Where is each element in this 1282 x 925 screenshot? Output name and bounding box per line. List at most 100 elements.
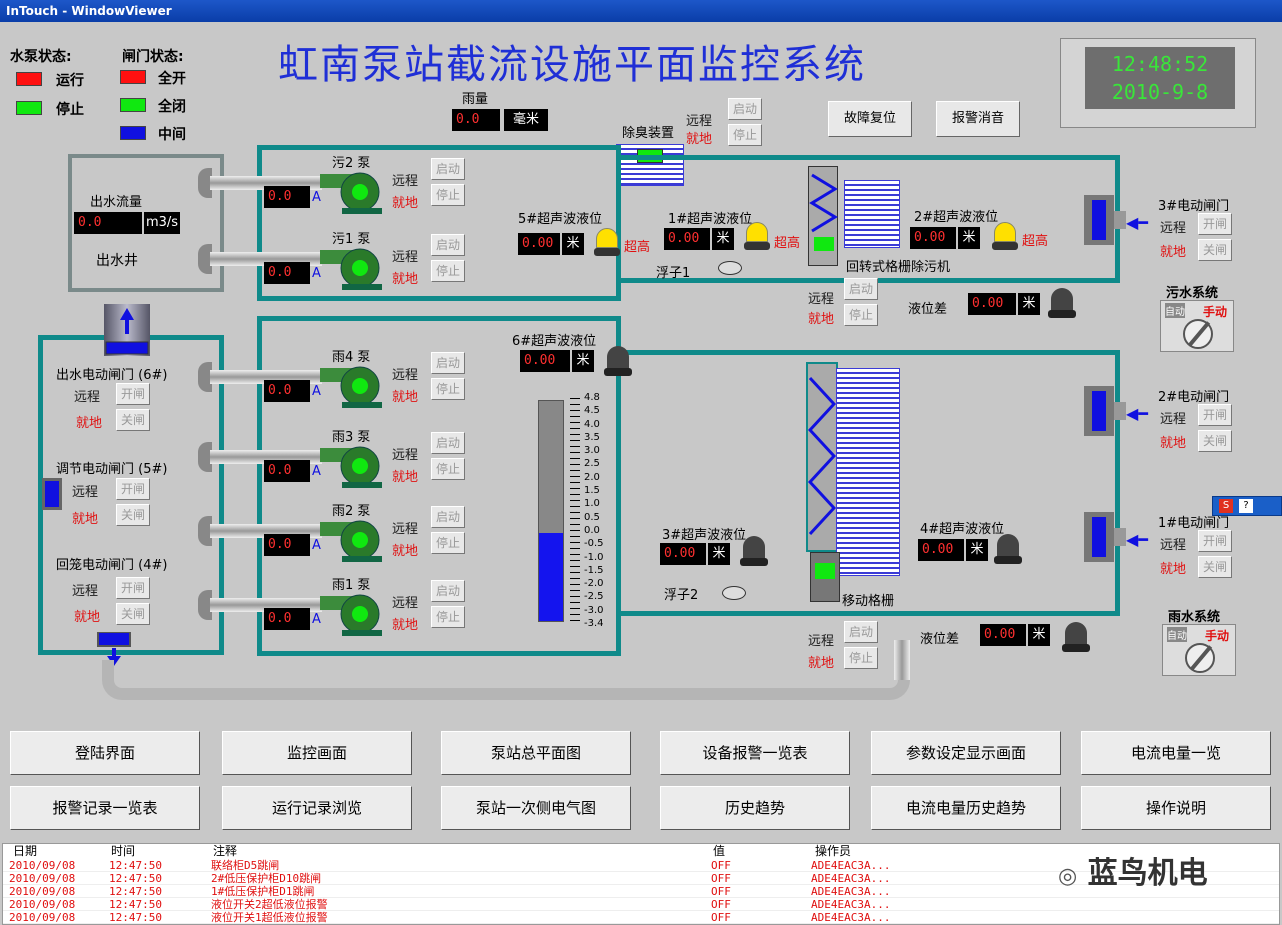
sensor2-unit: 米	[958, 227, 980, 249]
moving-start-button[interactable]: 启动	[844, 621, 878, 643]
gate-open-label: 全开	[158, 71, 186, 87]
log-note: 联络柜D5跳闸	[211, 859, 280, 872]
return-pipe	[102, 660, 910, 700]
rain-pump3-start-button[interactable]: 启动	[431, 580, 465, 602]
ime-s-icon[interactable]: S	[1219, 499, 1233, 513]
gate4-open-button[interactable]: 开闸	[116, 577, 150, 599]
gate3-open-button[interactable]: 开闸	[1198, 213, 1232, 235]
gate1-open-button[interactable]: 开闸	[1198, 530, 1232, 552]
nav-button-0-5[interactable]: 电流电量一览	[1081, 731, 1271, 775]
rain-pump3-pump-icon[interactable]	[320, 592, 390, 636]
nav-button-1-2[interactable]: 泵站一次侧电气图	[441, 786, 631, 830]
nav-button-1-3[interactable]: 历史趋势	[660, 786, 850, 830]
scale-tick-label: -2.5	[584, 591, 604, 603]
gate3-close-button[interactable]: 关闸	[1198, 239, 1232, 261]
log-note: 2#低压保护柜D10跳闸	[211, 872, 322, 885]
nav-button-0-1[interactable]: 监控画面	[222, 731, 412, 775]
rain-pump1-local: 就地	[392, 470, 419, 485]
fault-reset-button[interactable]: 故障复位	[828, 101, 912, 137]
rain-pump2-start-button[interactable]: 启动	[431, 506, 465, 528]
nav-button-0-3[interactable]: 设备报警一览表	[660, 731, 850, 775]
sewage-system-switch[interactable]: 自动 手动	[1160, 300, 1234, 352]
gate4-close-button[interactable]: 关闸	[116, 603, 150, 625]
rotary-stop-button[interactable]: 停止	[844, 304, 878, 326]
level-bar	[538, 400, 564, 622]
nav-button-1-0[interactable]: 报警记录一览表	[10, 786, 200, 830]
help-icon[interactable]: ?	[1239, 499, 1253, 513]
scale-tick-label: 1.5	[584, 485, 600, 497]
log-time: 12:47:50	[109, 898, 162, 911]
float2-label: 浮子2	[664, 588, 699, 603]
gate5-open-button[interactable]: 开闸	[116, 478, 150, 500]
rain-pump3-stop-button[interactable]: 停止	[431, 606, 465, 628]
log-row[interactable]: 2010/09/08 12:47:50 1#低压保护柜D1跳闸 OFF ADE4…	[3, 885, 1279, 898]
ime-toolbar[interactable]: S?	[1212, 496, 1282, 516]
outflow-gate-icon	[104, 304, 150, 356]
nav-button-0-2[interactable]: 泵站总平面图	[441, 731, 631, 775]
gate6-open-button[interactable]: 开闸	[116, 383, 150, 405]
sewage-pump0-remote: 远程	[392, 174, 419, 189]
gate2-body	[1114, 402, 1126, 420]
sewage-pump1-stop-button[interactable]: 停止	[431, 260, 465, 282]
rain-system-switch[interactable]: 自动 手动	[1162, 624, 1236, 676]
rain-pump1-remote: 远程	[392, 448, 419, 463]
rain-pump1-start-button[interactable]: 启动	[431, 432, 465, 454]
alarm-log-table[interactable]: 日期 时间 注释 值 操作员 2010/09/08 12:47:50 联络柜D5…	[2, 843, 1280, 925]
gate2-open-button[interactable]: 开闸	[1198, 404, 1232, 426]
rain-pump0-local: 就地	[392, 390, 419, 405]
rain-pump0-start-button[interactable]: 启动	[431, 352, 465, 374]
gate5-close-button[interactable]: 关闸	[116, 504, 150, 526]
log-operator: ADE4EAC3A...	[811, 859, 891, 872]
rain-pump1-stop-button[interactable]: 停止	[431, 458, 465, 480]
gate2-close-button[interactable]: 关闸	[1198, 430, 1232, 452]
level-diff-top-unit: 米	[1018, 293, 1040, 315]
log-row[interactable]: 2010/09/08 12:47:50 2#低压保护柜D10跳闸 OFF ADE…	[3, 872, 1279, 885]
rain-pump2-stop-button[interactable]: 停止	[431, 532, 465, 554]
sewage-system-label: 污水系统	[1166, 286, 1219, 301]
gate5-label: 调节电动闸门 (5#)	[56, 462, 168, 477]
sewage-pump0-start-button[interactable]: 启动	[431, 158, 465, 180]
sewage-pump1-remote: 远程	[392, 250, 419, 265]
gate4-local: 就地	[74, 610, 101, 625]
nav-button-0-4[interactable]: 参数设定显示画面	[871, 731, 1061, 775]
log-time: 12:47:50	[109, 872, 162, 885]
sewage-pump1-name: 污1 泵	[332, 232, 371, 247]
sewage-pump0-stop-button[interactable]: 停止	[431, 184, 465, 206]
rotary-start-button[interactable]: 启动	[844, 278, 878, 300]
moving-remote: 远程	[808, 634, 835, 649]
rain-pump0-stop-button[interactable]: 停止	[431, 378, 465, 400]
level-diff-top-light-icon	[1048, 288, 1076, 322]
page-title: 虹南泵站截流设施平面监控系统	[278, 42, 866, 88]
sewage-pump0-pump-icon[interactable]	[320, 170, 390, 214]
rain-pump2-pump-icon[interactable]	[320, 518, 390, 562]
sewage-pump1-pump-icon[interactable]	[320, 246, 390, 290]
gate6-close-button[interactable]: 关闸	[116, 409, 150, 431]
rain-pump0-pump-icon[interactable]	[320, 364, 390, 408]
sewage-auto: 自动	[1165, 303, 1185, 318]
scale-tick-label: 2.0	[584, 471, 600, 483]
log-row[interactable]: 2010/09/08 12:47:50 液位开关2超低液位报警 OFF ADE4…	[3, 898, 1279, 911]
sensor5-superhigh: 超高	[624, 240, 651, 255]
nav-button-1-5[interactable]: 操作说明	[1081, 786, 1271, 830]
moving-stop-button[interactable]: 停止	[844, 647, 878, 669]
float2-icon	[722, 586, 746, 600]
scale-tick-label: 0.5	[584, 511, 600, 523]
gate-mid-label: 中间	[158, 127, 186, 143]
deodor-start-button[interactable]: 启动	[728, 98, 762, 120]
rain-pump1-pump-icon[interactable]	[320, 444, 390, 488]
gate-status-title: 闸门状态:	[122, 49, 184, 65]
rain-pump0-remote: 远程	[392, 368, 419, 383]
log-row[interactable]: 2010/09/08 12:47:50 液位开关1超低液位报警 OFF ADE4…	[3, 911, 1279, 924]
outflow-value: 0.0	[74, 212, 142, 234]
nav-button-0-0[interactable]: 登陆界面	[10, 731, 200, 775]
alarm-mute-button[interactable]: 报警消音	[936, 101, 1020, 137]
nav-button-1-1[interactable]: 运行记录浏览	[222, 786, 412, 830]
sewage-pump1-start-button[interactable]: 启动	[431, 234, 465, 256]
pump-run-swatch	[16, 72, 42, 86]
nav-button-1-4[interactable]: 电流电量历史趋势	[871, 786, 1061, 830]
deodor-stop-button[interactable]: 停止	[728, 124, 762, 146]
gate1-close-button[interactable]: 关闸	[1198, 556, 1232, 578]
log-row[interactable]: 2010/09/08 12:47:50 联络柜D5跳闸 OFF ADE4EAC3…	[3, 859, 1279, 872]
rotary-screen-grid	[844, 180, 900, 248]
scale-tick-label: -3.4	[584, 618, 604, 629]
